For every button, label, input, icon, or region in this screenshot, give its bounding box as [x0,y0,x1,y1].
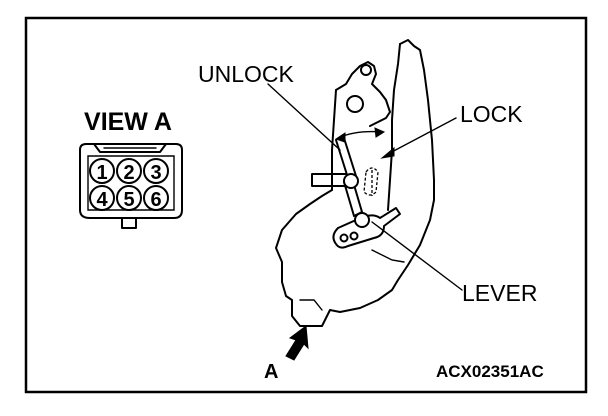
lever-label: LEVER [462,280,537,306]
unlock-label: UNLOCK [198,61,295,87]
lock-leader [387,117,457,155]
plate-inner-edge [331,89,337,191]
rod-stub [311,173,347,187]
pin-6: 6 [143,185,169,211]
connector-shell [79,143,183,219]
pin-2: 2 [116,158,142,184]
svg-text:3: 3 [150,162,161,184]
svg-text:6: 6 [150,189,161,211]
lever-pivot [354,212,370,228]
pin-1: 1 [89,158,115,184]
svg-text:1: 1 [96,162,107,184]
lock-rod [335,139,349,179]
pin-3: 3 [143,158,169,184]
lever-top-pivot [343,173,359,189]
connector-tab [121,217,137,229]
connector-latch [93,143,167,153]
arrow-a-label: A [264,361,278,383]
pin-4: 4 [89,185,115,211]
pin-5: 5 [116,185,142,211]
lever-plate [332,207,401,249]
top-bracket [335,61,391,127]
svg-text:5: 5 [123,189,134,211]
actuator-assembly [275,39,435,327]
view-a-label: VIEW A [84,108,172,136]
right-flange [387,43,401,211]
figure-code: ACX02351AC [436,362,544,381]
view-a-arrow: A [264,325,309,383]
angle-indicator [334,127,386,143]
connector-cavity [87,155,175,211]
svg-text:2: 2 [123,162,134,184]
unlock-leader [267,83,341,151]
bracket-pivot [346,95,364,113]
lock-position-dashed [363,167,379,196]
top-bracket-hole [360,64,372,76]
connector-view-a: VIEW A 1 2 3 4 5 [79,108,183,229]
actuator-plate [275,39,435,327]
lever-leader [371,221,463,291]
arrow-a-icon [285,325,309,361]
leader-lines [267,83,463,291]
svg-text:4: 4 [96,189,108,211]
lock-label: LOCK [460,101,523,127]
